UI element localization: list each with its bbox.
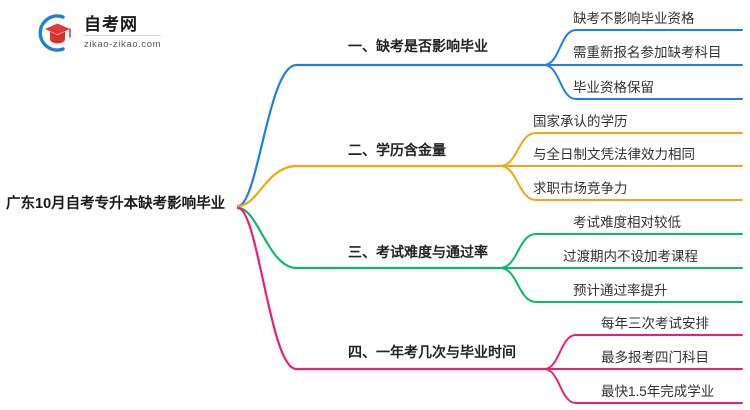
site-logo: 自考网 zikao-zikao.com xyxy=(32,10,192,56)
mindmap-root-node[interactable]: 广东10月自考专升本缺考影响毕业 xyxy=(6,196,226,212)
leaf-node-4-3[interactable]: 最快1.5年完成学业 xyxy=(601,384,715,399)
branch-4-connector xyxy=(236,206,743,404)
branch-node-2[interactable]: 二、学历含金量 xyxy=(348,142,446,158)
logo-mark-icon xyxy=(32,10,78,56)
leaf-node-3-3[interactable]: 预计通过率提升 xyxy=(573,283,668,298)
branch-node-3[interactable]: 三、考试难度与通过率 xyxy=(348,244,488,260)
branch-node-4[interactable]: 四、一年考几次与毕业时间 xyxy=(348,344,516,360)
leaf-node-3-2[interactable]: 过渡期内不设加考课程 xyxy=(563,249,698,264)
logo-title: 自考网 xyxy=(84,15,162,36)
logo-subtitle: zikao-zikao.com xyxy=(84,38,162,50)
leaf-node-1-3[interactable]: 毕业资格保留 xyxy=(573,80,654,95)
leaf-node-2-1[interactable]: 国家承认的学历 xyxy=(533,114,628,129)
leaf-node-2-2[interactable]: 与全日制文凭法律效力相同 xyxy=(533,147,695,162)
leaf-node-3-1[interactable]: 考试难度相对较低 xyxy=(573,215,681,230)
leaf-node-4-2[interactable]: 最多报考四门科目 xyxy=(601,350,709,365)
leaf-node-1-2[interactable]: 需重新报名参加缺考科目 xyxy=(573,45,722,60)
leaf-node-4-1[interactable]: 每年三次考试安排 xyxy=(601,316,709,331)
logo-text: 自考网 zikao-zikao.com xyxy=(84,15,162,52)
leaf-node-2-3[interactable]: 求职市场竞争力 xyxy=(533,181,628,196)
branch-node-1[interactable]: 一、缺考是否影响毕业 xyxy=(348,38,488,54)
graduation-cap-icon xyxy=(38,14,71,52)
leaf-node-1-1[interactable]: 缺考不影响毕业资格 xyxy=(573,11,695,26)
